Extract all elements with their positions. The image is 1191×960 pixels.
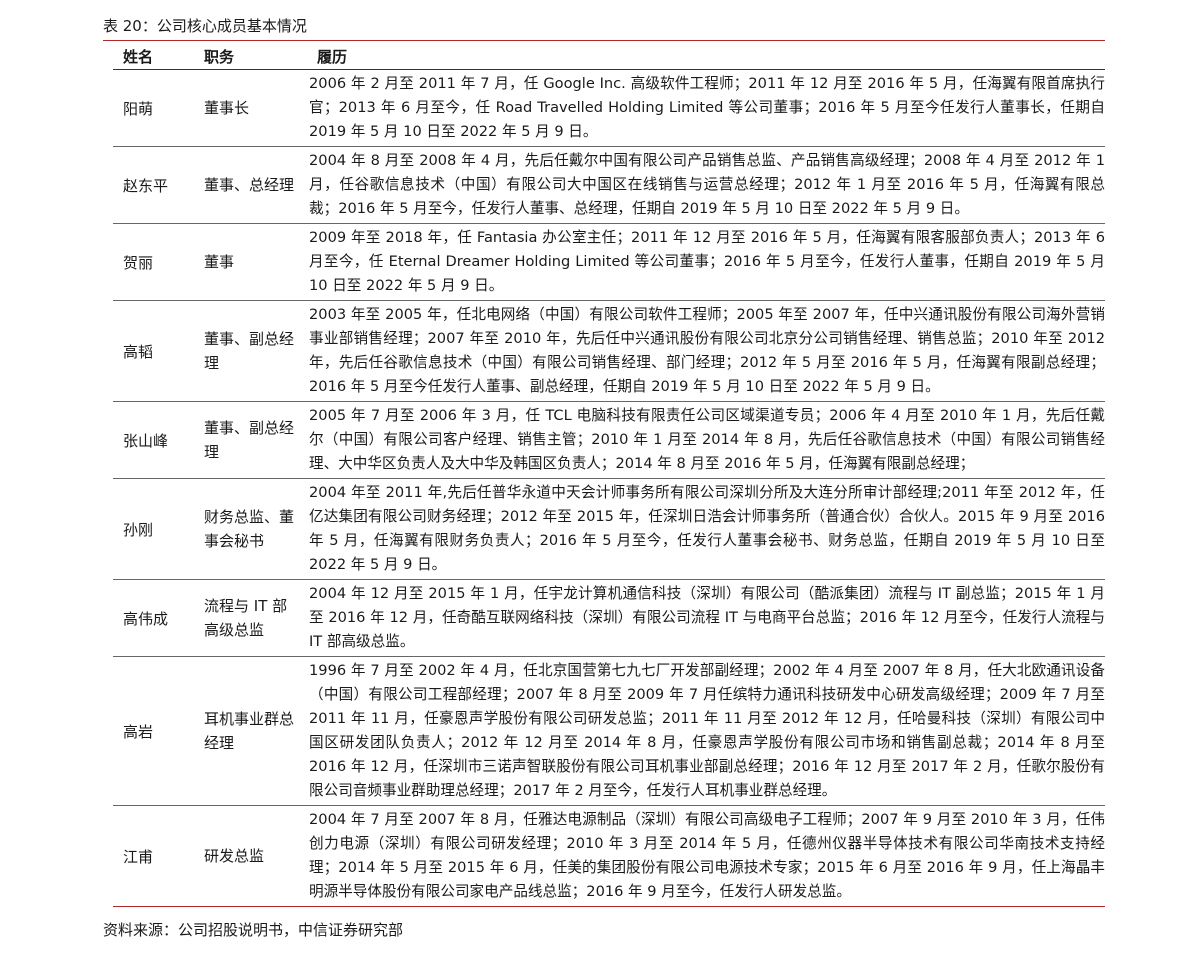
member-role: 董事、副总经理 bbox=[194, 300, 307, 402]
table-row: 贺丽 董事 2009 年至 2018 年，任 Fantasia 办公室主任；20… bbox=[113, 223, 1105, 301]
member-resume: 2004 年 12 月至 2015 年 1 月，任宇龙计算机通信科技（深圳）有限… bbox=[307, 579, 1105, 657]
core-members-table: 姓名 职务 履历 阳萌 董事长 2006 年 2 月至 2011 年 7 月，任… bbox=[113, 44, 1105, 907]
table-caption: 表 20：公司核心成员基本情况 bbox=[103, 17, 307, 35]
member-name: 高伟成 bbox=[113, 579, 194, 657]
member-resume: 2009 年至 2018 年，任 Fantasia 办公室主任；2011 年 1… bbox=[307, 223, 1105, 301]
header-name: 姓名 bbox=[113, 44, 194, 70]
member-resume: 2004 年 7 月至 2007 年 8 月，任雅达电源制品（深圳）有限公司高级… bbox=[307, 805, 1105, 907]
member-role: 董事、副总经理 bbox=[194, 401, 307, 479]
header-resume: 履历 bbox=[307, 44, 1105, 70]
member-role: 财务总监、董事会秘书 bbox=[194, 478, 307, 580]
member-name: 贺丽 bbox=[113, 223, 194, 301]
member-resume: 2004 年 8 月至 2008 年 4 月，先后任戴尔中国有限公司产品销售总监… bbox=[307, 146, 1105, 224]
member-name: 高岩 bbox=[113, 656, 194, 806]
member-resume: 1996 年 7 月至 2002 年 4 月，任北京国营第七九七厂开发部副经理；… bbox=[307, 656, 1105, 806]
member-name: 江甫 bbox=[113, 805, 194, 907]
table-row: 高伟成 流程与 IT 部高级总监 2004 年 12 月至 2015 年 1 月… bbox=[113, 579, 1105, 657]
table-row: 张山峰 董事、副总经理 2005 年 7 月至 2006 年 3 月，任 TCL… bbox=[113, 401, 1105, 479]
member-resume: 2003 年至 2005 年，任北电网络（中国）有限公司软件工程师；2005 年… bbox=[307, 300, 1105, 402]
member-role: 董事、总经理 bbox=[194, 146, 307, 224]
member-role: 董事长 bbox=[194, 69, 307, 147]
table-row: 高韬 董事、副总经理 2003 年至 2005 年，任北电网络（中国）有限公司软… bbox=[113, 300, 1105, 402]
table-row: 孙刚 财务总监、董事会秘书 2004 年至 2011 年,先后任普华永道中天会计… bbox=[113, 478, 1105, 580]
member-role: 流程与 IT 部高级总监 bbox=[194, 579, 307, 657]
member-resume: 2005 年 7 月至 2006 年 3 月，任 TCL 电脑科技有限责任公司区… bbox=[307, 401, 1105, 479]
source-note: 资料来源：公司招股说明书，中信证券研究部 bbox=[103, 921, 404, 939]
header-row: 姓名 职务 履历 bbox=[113, 44, 1105, 70]
table-row: 阳萌 董事长 2006 年 2 月至 2011 年 7 月，任 Google I… bbox=[113, 69, 1105, 147]
member-name: 赵东平 bbox=[113, 146, 194, 224]
member-name: 阳萌 bbox=[113, 69, 194, 147]
member-name: 孙刚 bbox=[113, 478, 194, 580]
member-resume: 2006 年 2 月至 2011 年 7 月，任 Google Inc. 高级软… bbox=[307, 69, 1105, 147]
member-role: 董事 bbox=[194, 223, 307, 301]
member-role: 研发总监 bbox=[194, 805, 307, 907]
member-resume: 2004 年至 2011 年,先后任普华永道中天会计师事务所有限公司深圳分所及大… bbox=[307, 478, 1105, 580]
member-name: 张山峰 bbox=[113, 401, 194, 479]
table-row: 赵东平 董事、总经理 2004 年 8 月至 2008 年 4 月，先后任戴尔中… bbox=[113, 146, 1105, 224]
member-name: 高韬 bbox=[113, 300, 194, 402]
header-role: 职务 bbox=[194, 44, 307, 70]
table-row: 江甫 研发总监 2004 年 7 月至 2007 年 8 月，任雅达电源制品（深… bbox=[113, 805, 1105, 907]
member-role: 耳机事业群总经理 bbox=[194, 656, 307, 806]
top-rule bbox=[103, 40, 1105, 41]
table-row: 高岩 耳机事业群总经理 1996 年 7 月至 2002 年 4 月，任北京国营… bbox=[113, 656, 1105, 806]
